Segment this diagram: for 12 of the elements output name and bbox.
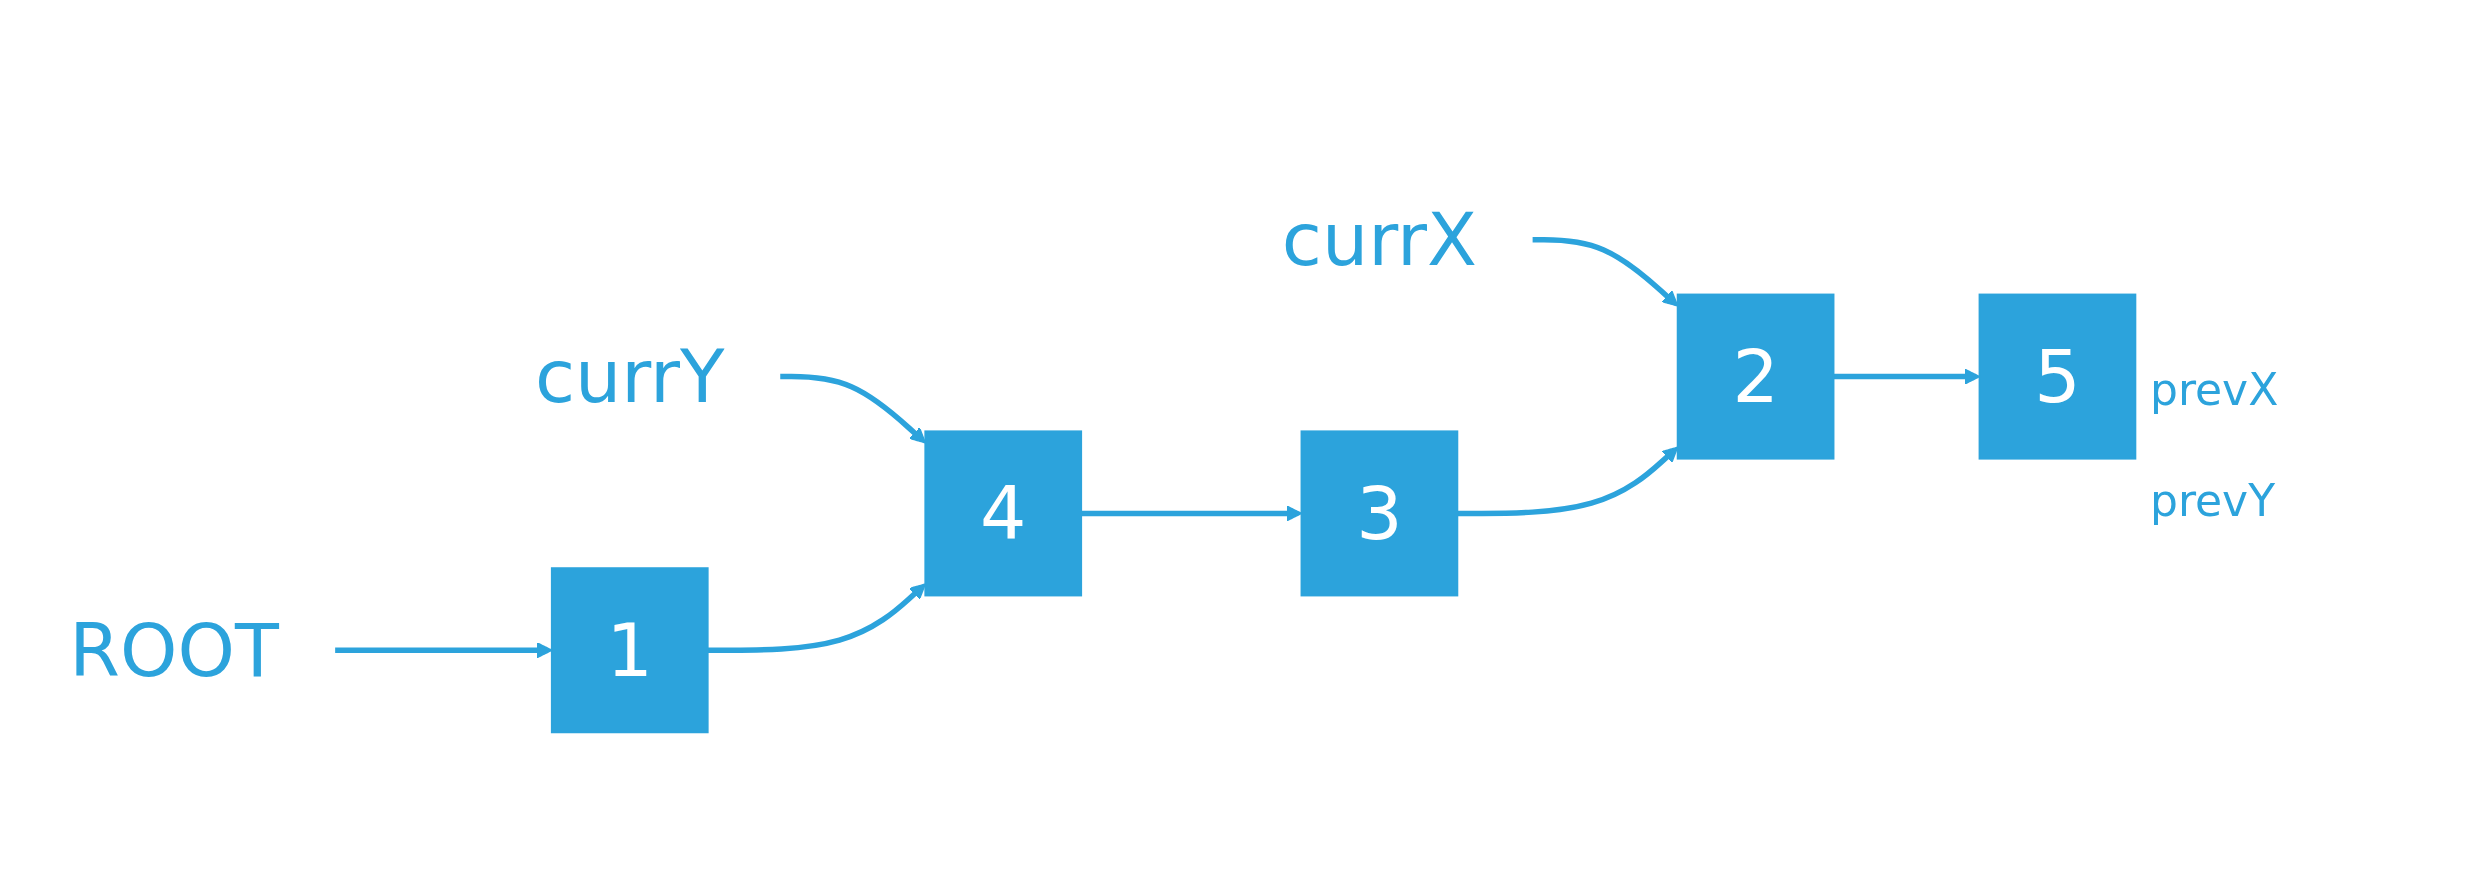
node-box: 4 — [924, 429, 1083, 596]
arrow — [779, 373, 926, 443]
pointer-label: prevY — [2150, 474, 2277, 526]
node-box: 3 — [1300, 429, 1459, 596]
node-text: ROOT — [69, 607, 280, 692]
arrow — [707, 582, 926, 653]
node-text: currY — [534, 334, 725, 419]
node-text: currX — [1281, 197, 1477, 282]
node-box: 2 — [1676, 293, 1835, 460]
node-box: 1 — [550, 566, 709, 733]
node-box: 5 — [1978, 293, 2137, 460]
pointer-label: prevX — [2150, 363, 2280, 415]
